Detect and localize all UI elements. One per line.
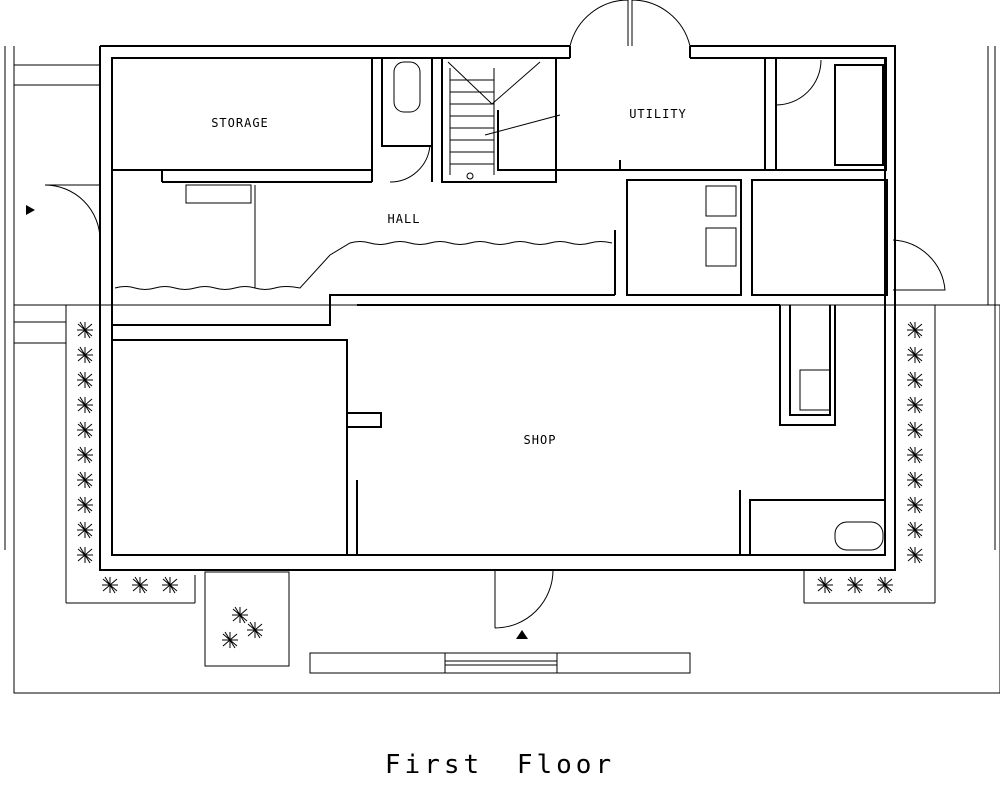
room-label-storage: STORAGE xyxy=(211,116,269,130)
entry-arrow-icon xyxy=(26,205,35,215)
storage-room xyxy=(111,57,373,171)
room-label-shop: SHOP xyxy=(524,433,557,447)
room-label-hall: HALL xyxy=(388,212,421,226)
shop-room xyxy=(111,339,348,556)
page-title: First Floor xyxy=(384,750,616,780)
stairs xyxy=(441,57,557,183)
room-label-utility: UTILITY xyxy=(629,107,687,121)
planting xyxy=(76,321,924,649)
entry-arrow-icon xyxy=(516,630,528,639)
entry-bench xyxy=(309,652,691,674)
